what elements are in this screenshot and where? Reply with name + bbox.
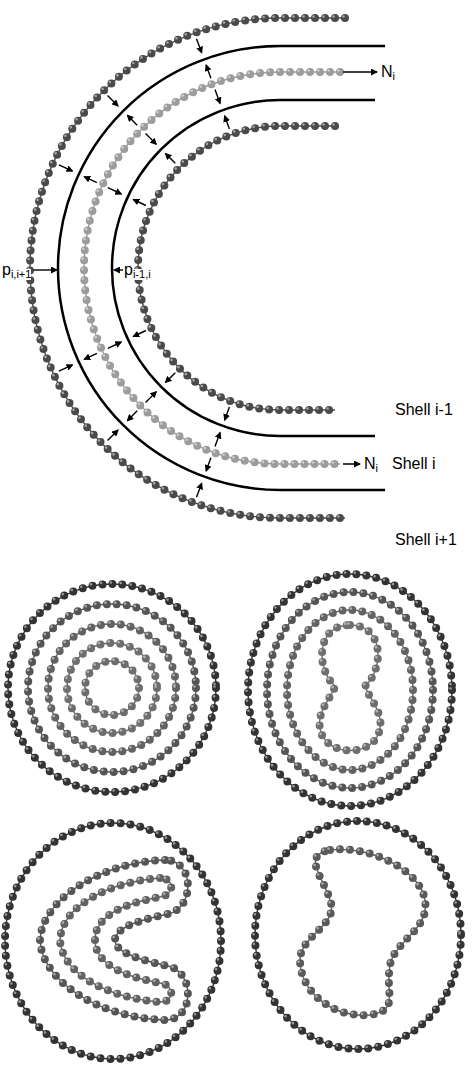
- bead-count-symbol: N: [381, 64, 393, 80]
- shell-boundary: [58, 46, 385, 490]
- bead-ring-panel: [7, 583, 217, 793]
- pressure-arrow: [108, 96, 119, 107]
- pressure-arrow: [215, 90, 220, 104]
- pressure-arrow: [165, 153, 175, 163]
- pressure-arrow: [84, 353, 97, 359]
- shell-label: Shell i-1: [395, 402, 453, 418]
- pressure-subscript: i-1,i: [133, 269, 151, 280]
- bead-ring-panel: [254, 820, 462, 1050]
- pressure-arrow: [84, 177, 97, 183]
- pressure-arrow: [133, 331, 146, 337]
- pressure-arrow: [108, 188, 122, 194]
- pressure-arrow: [146, 392, 157, 403]
- bead-shell: [137, 125, 336, 411]
- pressure-arrow: [215, 432, 220, 446]
- pressure-arrow: [108, 430, 119, 441]
- pressure-arrow: [59, 165, 73, 171]
- pressure-arrow: [206, 65, 211, 78]
- bead-ring-panel: [4, 822, 222, 1060]
- pressure-symbol: p: [124, 262, 133, 278]
- bead-count-subscript: i: [376, 463, 378, 474]
- pressure-arrow: [108, 342, 122, 348]
- pressure-symbol: p: [2, 262, 11, 278]
- pressure-arrow: [127, 115, 137, 125]
- pressure-arrow: [197, 483, 202, 497]
- pressure-arrow: [225, 116, 230, 129]
- shell-label: Shell i: [392, 456, 436, 472]
- pressure-arrow: [114, 269, 123, 270]
- shell-boundary: [112, 100, 375, 436]
- pressure-arrow: [59, 365, 73, 371]
- pressure-subscript: i,i+1: [11, 269, 32, 280]
- pressure-arrow: [33, 269, 57, 270]
- pressure-arrow: [225, 407, 230, 420]
- bead-shell: [83, 71, 341, 465]
- pressure-arrow: [165, 373, 175, 383]
- shell-label: Shell i+1: [395, 532, 457, 548]
- pressure-arrow: [146, 134, 157, 145]
- pressure-arrow: [206, 458, 211, 471]
- pressure-arrow: [127, 411, 137, 421]
- leader-arrow: [343, 463, 360, 465]
- bead-count-subscript: i: [393, 71, 395, 82]
- leader-arrow: [343, 71, 377, 73]
- bead-shell: [29, 17, 346, 519]
- pressure-arrows: [59, 39, 230, 498]
- label-arrows: [33, 270, 123, 271]
- pressure-arrow: [133, 200, 146, 206]
- bead-ring-panel: [247, 573, 453, 807]
- pressure-arrow: [197, 39, 202, 53]
- bead-count-symbol: N: [364, 456, 376, 472]
